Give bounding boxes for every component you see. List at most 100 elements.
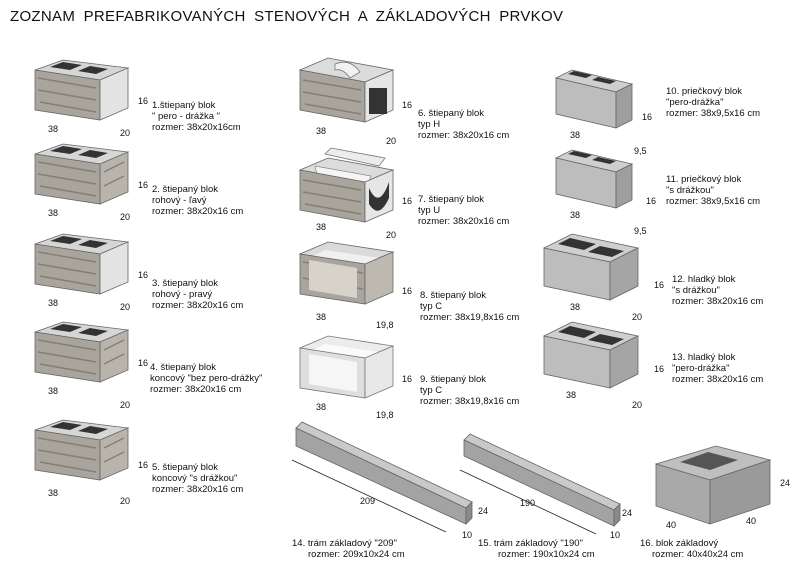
split-block-corner-left-image [30, 142, 135, 222]
dim-length: 38 [48, 298, 59, 308]
item-name: 1.štiepaný blok [152, 100, 216, 111]
dim-height: 16 [402, 286, 413, 296]
split-block-end-no-groove-image [30, 320, 135, 400]
dim-length: 38 [48, 124, 59, 134]
item-type: koncový "s drážkou" [152, 473, 238, 484]
item-size: rozmer: 38x20x16 cm [152, 206, 244, 217]
split-block-u-type-image [295, 147, 405, 233]
dim-width: 40 [746, 516, 757, 526]
item-size: rozmer: 38x20x16 cm [672, 296, 764, 307]
item-name: 16. blok základový [640, 538, 719, 549]
item-type: "s drážkou" [672, 285, 720, 296]
dim-width: 10 [610, 530, 621, 540]
item-type: typ C [420, 301, 443, 312]
smooth-block-tongue-groove-image [540, 321, 650, 402]
item-size: rozmer: 38x19,8x16 cm [420, 396, 520, 407]
dim-height: 16 [654, 364, 665, 374]
dim-width: 9,5 [634, 146, 647, 156]
split-block-c-type-image [295, 238, 405, 323]
item-size: rozmer: 209x10x24 cm [308, 549, 405, 560]
dim-length: 209 [360, 496, 376, 506]
dim-height: 16 [646, 196, 657, 206]
item-size: rozmer: 38x20x16 cm [150, 384, 242, 395]
dim-length: 38 [316, 126, 327, 136]
dim-width: 9,5 [634, 226, 647, 236]
item-type: rohový - pravý [152, 289, 213, 300]
item-name: 4. štiepaný blok [150, 362, 217, 373]
dim-height: 16 [138, 96, 149, 106]
item-size: rozmer: 38x19,8x16 cm [420, 312, 520, 323]
item-size: rozmer: 38x20x16cm [152, 122, 241, 133]
dim-height: 16 [138, 270, 149, 280]
split-block-tongue-groove-image [30, 58, 135, 138]
dim-height: 24 [622, 508, 633, 518]
page-title: ZOZNAM PREFABRIKOVANÝCH STENOVÝCH A ZÁKL… [10, 8, 564, 25]
dim-width: 20 [120, 128, 131, 138]
item-size: rozmer: 38x20x16 cm [672, 374, 764, 385]
dim-width: 20 [120, 400, 131, 410]
dim-length: 38 [566, 390, 577, 400]
foundation-block-image [652, 445, 782, 536]
dim-width: 20 [386, 230, 397, 240]
dim-width: 20 [120, 496, 131, 506]
split-block-end-groove-image [30, 418, 135, 498]
item-type: typ H [418, 119, 441, 130]
item-name: 9. štiepaný blok [420, 374, 487, 385]
dim-height: 24 [478, 506, 489, 516]
item-type: typ U [418, 205, 441, 216]
dim-height: 16 [402, 100, 413, 110]
dim-length: 40 [666, 520, 677, 530]
dim-length: 38 [316, 312, 327, 322]
item-type: " pero - drážka " [152, 111, 220, 122]
dim-width: 20 [120, 212, 131, 222]
item-type: "s drážkou" [666, 185, 714, 196]
partition-block-groove-image [552, 149, 642, 220]
item-name: 5. štiepaný blok [152, 462, 219, 473]
dim-length: 38 [570, 130, 581, 140]
dim-width: 20 [386, 136, 397, 146]
dim-width: 10 [462, 530, 473, 540]
split-block-corner-right-image [30, 232, 135, 312]
item-size: rozmer: 38x20x16 cm [152, 484, 244, 495]
dim-height: 16 [402, 196, 413, 206]
dim-height: 16 [654, 280, 665, 290]
dim-height: 16 [138, 460, 149, 470]
foundation-beam-209-image [286, 421, 476, 544]
dim-length: 38 [316, 402, 327, 412]
split-block-h-type-image [295, 50, 405, 135]
item-name: 12. hladký blok [672, 274, 736, 285]
dim-height: 16 [402, 374, 413, 384]
item-size: rozmer: 38x20x16 cm [152, 300, 244, 311]
item-size: rozmer: 190x10x24 cm [498, 549, 595, 560]
dim-height: 16 [138, 358, 149, 368]
dim-height: 16 [642, 112, 653, 122]
item-type: "pero-drážka" [672, 363, 730, 374]
item-name: 10. priečkový blok [666, 86, 743, 97]
dim-width: 20 [120, 302, 131, 312]
dim-length: 38 [570, 210, 581, 220]
item-name: 15. trám základový "190" [478, 538, 583, 549]
dim-height: 16 [138, 180, 149, 190]
smooth-block-c-type-image [295, 332, 405, 417]
smooth-block-groove-image [540, 233, 650, 314]
dim-width: 20 [632, 400, 643, 410]
dim-length: 38 [48, 386, 59, 396]
item-name: 2. štiepaný blok [152, 184, 219, 195]
dim-length: 38 [48, 208, 59, 218]
item-name: 6. štiepaný blok [418, 108, 485, 119]
partition-block-tongue-groove-image [552, 69, 642, 140]
item-type: koncový "bez pero-drážky" [150, 373, 263, 384]
item-type: rohový - ľavý [152, 195, 207, 206]
dim-length: 38 [316, 222, 327, 232]
item-size: rozmer: 38x20x16 cm [418, 130, 510, 141]
item-size: rozmer: 38x20x16 cm [418, 216, 510, 227]
dim-height: 24 [780, 478, 791, 488]
dim-length: 38 [570, 302, 581, 312]
item-name: 8. štiepaný blok [420, 290, 487, 301]
dim-width: 20 [632, 312, 643, 322]
dim-width: 19,8 [376, 320, 394, 330]
item-type: "pero-drážka" [666, 97, 724, 108]
item-name: 13. hladký blok [672, 352, 736, 363]
item-name: 7. štiepaný blok [418, 194, 485, 205]
item-size: rozmer: 38x9,5x16 cm [666, 108, 760, 119]
